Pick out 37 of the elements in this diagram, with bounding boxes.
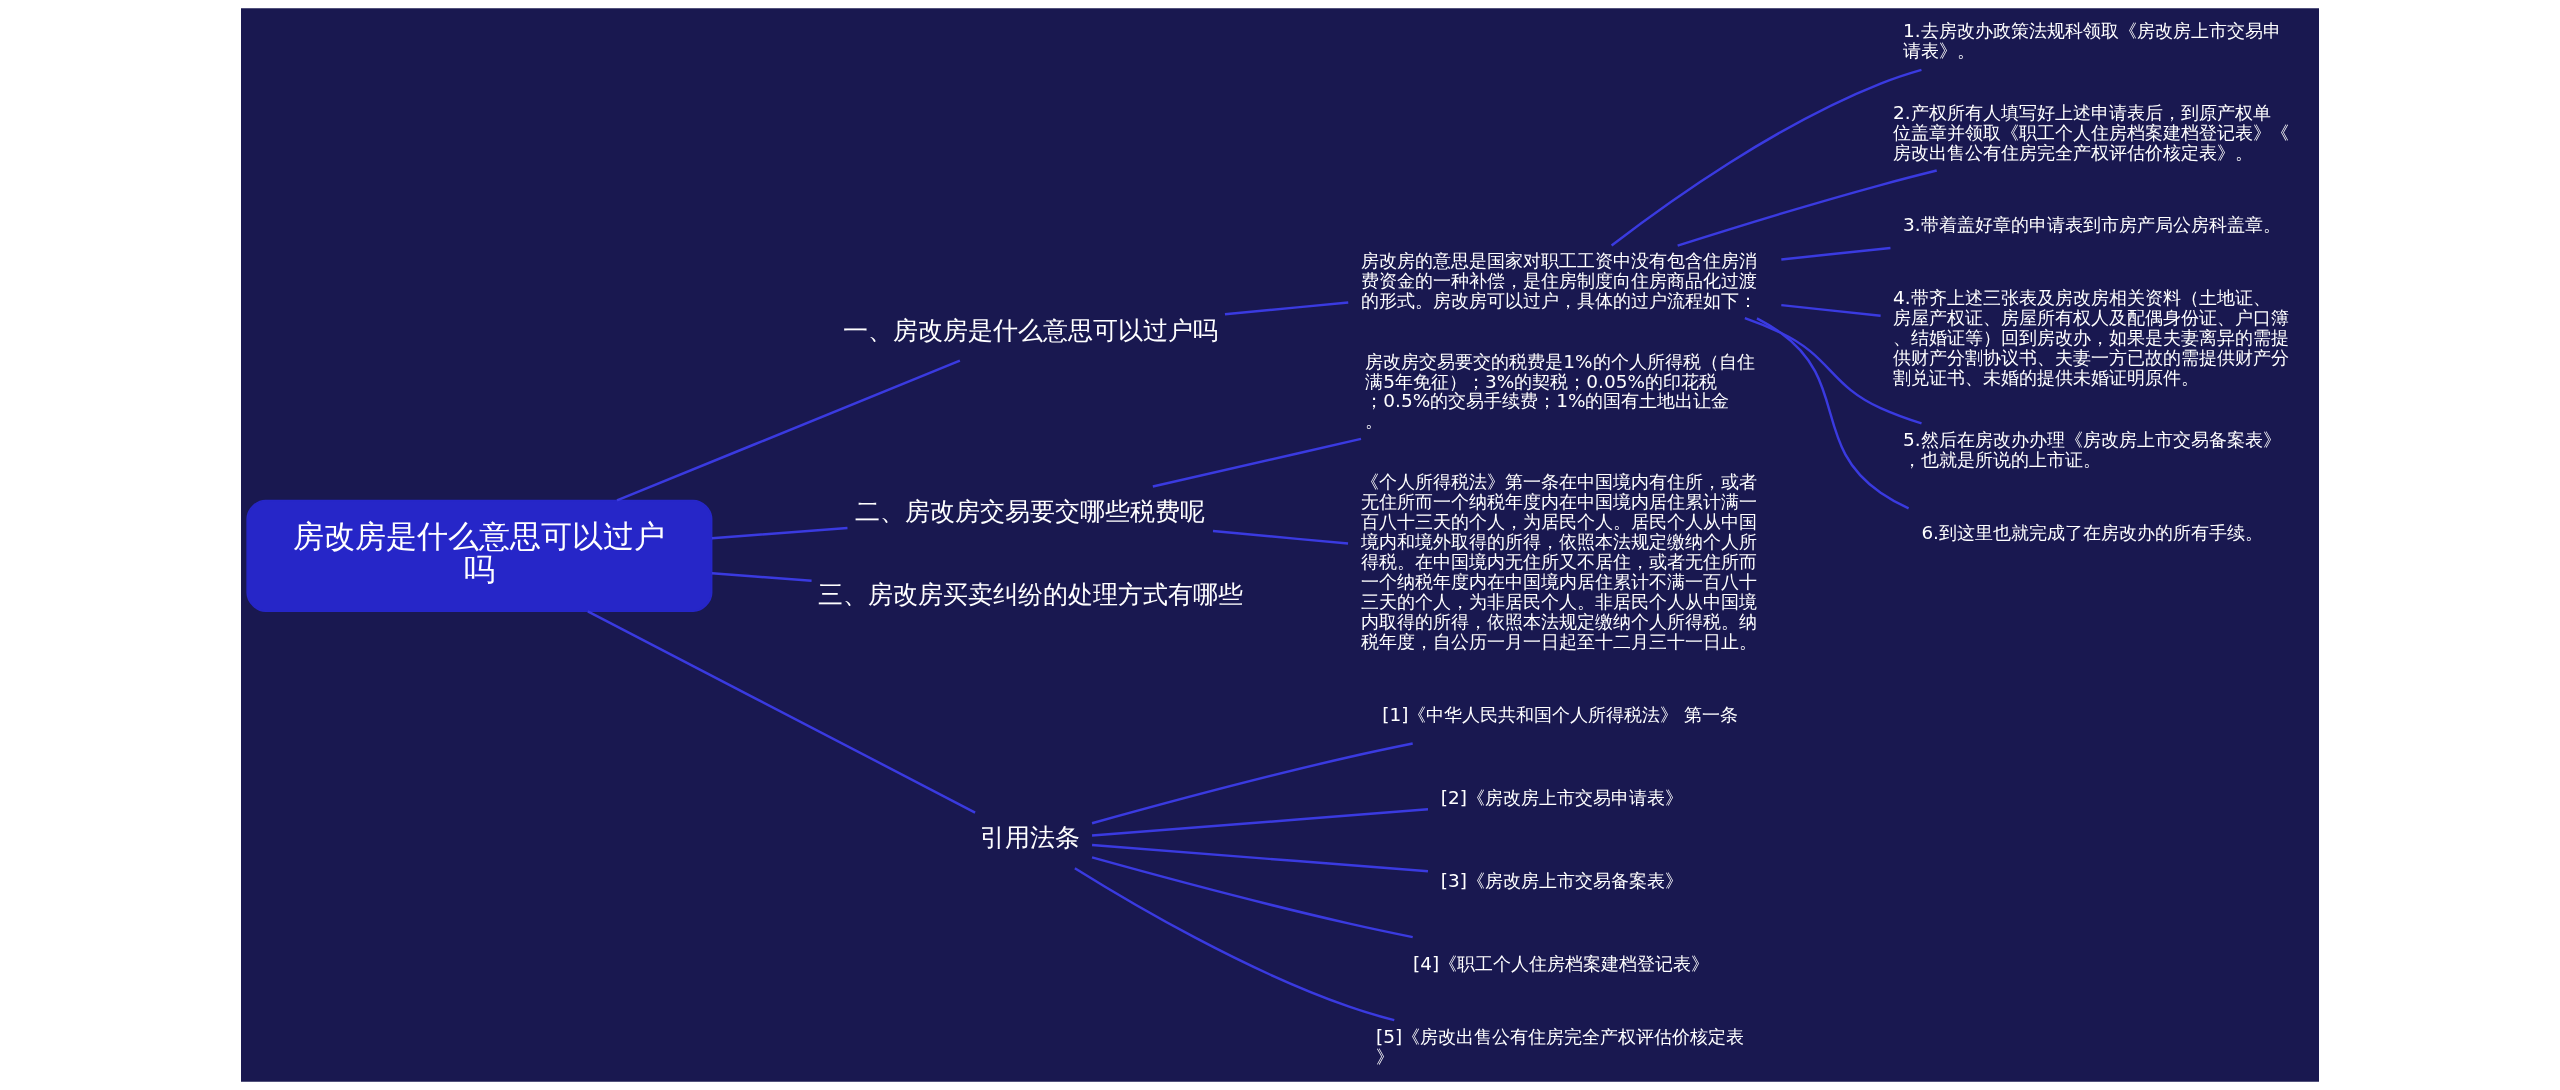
connector <box>587 610 976 814</box>
node-text: 一、房改房是什么意思可以过户吗 <box>842 315 1218 345</box>
node-text: 1.去房改办政策法规科领取《房改房上市交易申请表》。 <box>1902 19 2281 61</box>
connector <box>1091 843 1429 873</box>
connector <box>1152 437 1362 488</box>
connector <box>1074 867 1395 1022</box>
connector <box>1091 856 1413 939</box>
connector <box>1781 246 1891 261</box>
node-text: 引用法条 <box>980 823 1081 853</box>
node-text: [1]《中华人民共和国个人所得税法》 第一条 <box>1382 703 1739 725</box>
node-text: 房改房的意思是国家对职工工资中没有包含住房消费资金的一种补偿，是住房制度向住房商品化过渡的形式。房改房可以过户，具体的过户流程如下： <box>1360 249 1757 311</box>
node-text: [3]《房改房上市交易备案表》 <box>1440 869 1683 891</box>
connector <box>616 359 961 502</box>
node-text: [5]《房改出售公有住房完全产权评估价核定表》 <box>1376 1025 1745 1067</box>
connector <box>1744 317 1922 425</box>
node-text: 三、房改房买卖纠纷的处理方式有哪些 <box>817 580 1243 610</box>
node-text: 2.产权所有人填写好上述申请表后，到原产权单位盖章并领取《职工个人住房档案建档登记表》《房改出售公有住房完全产权评估价核定表》。 <box>1892 102 2289 164</box>
node-text: 4.带齐上述三张表及房改房相关资料（土地证、房屋产权证、房屋所有权人及配偶身份证、户口簿、结婚证等）回到房改办，如果是夫妻离异的需提供财产分割协议书、夫妻一方已故的需提供财产分割兑证书、未婚的提供未婚证明原件。 <box>1892 286 2289 388</box>
connector <box>711 572 812 583</box>
connector <box>1091 808 1429 837</box>
node-text: 5.然后在房改办办理《房改房上市交易备案表》，也就是所说的上市证。 <box>1902 428 2281 470</box>
node-text: 二、房改房交易要交哪些税费呢 <box>855 497 1206 527</box>
node-text: [4]《职工个人住房档案建档登记表》 <box>1413 952 1710 974</box>
node-text: 3.带着盖好章的申请表到市房产局公房科盖章。 <box>1902 214 2281 236</box>
connector <box>1677 169 1937 247</box>
connector <box>711 526 848 540</box>
node-text: 房改房交易要交的税费是1%的个人所得税（自住满5年免征）；3%的契税；0.05%的印花税；0.5%的交易手续费；1%的国有土地出让金。 <box>1365 350 1755 432</box>
connector <box>1610 68 1922 247</box>
node-box: 房改房是什么意思可以过户吗 <box>246 499 713 612</box>
node-text: 《个人所得税法》第一条在中国境内有住所，或者无住所而一个纳税年度内在中国境内居住累计满一百八十三天的个人，为居民个人。居民个人从中国境内和境外取得的所得，依照本法规定缴纳个人所得税。在中国境内无住所又不居住，或者无住所而一个纳税年度内在中国境内居住累计不满一百八十三天的个人，为非居民个人。非居民个人从中国境内取得的所得，依照本法规定缴纳个人所得税。纳税年度，自公历一月一日起至十二月三十一日止。 <box>1360 471 1757 653</box>
connector <box>1212 529 1349 545</box>
connector <box>1781 303 1881 318</box>
connector <box>1224 301 1349 316</box>
node-text: 6.到这里也就完成了在房改办的所有手续。 <box>1921 522 2263 543</box>
node-text: [2]《房改房上市交易申请表》 <box>1440 786 1683 808</box>
connector <box>1756 317 1910 510</box>
connector <box>1091 742 1413 825</box>
